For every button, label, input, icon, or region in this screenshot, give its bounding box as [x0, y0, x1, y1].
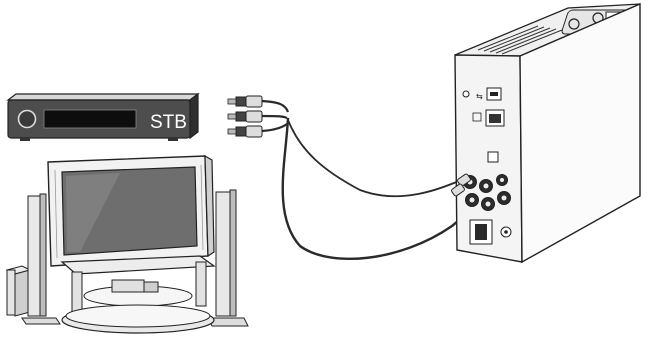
media-player-icon: ⇆	[451, 2, 641, 264]
speaker-icon	[5, 193, 61, 325]
svg-text:⇆: ⇆	[476, 92, 483, 101]
set-top-box-icon: STB	[6, 92, 200, 141]
speaker-icon	[207, 189, 249, 327]
tv-stand-icon	[60, 255, 216, 334]
television-icon	[47, 154, 215, 267]
rca-cable-icon	[227, 95, 484, 260]
network-port-icon	[472, 109, 505, 127]
stb-label: STB	[150, 112, 187, 133]
av-jacks	[463, 174, 511, 211]
usb-icon: ⇆	[476, 87, 502, 101]
